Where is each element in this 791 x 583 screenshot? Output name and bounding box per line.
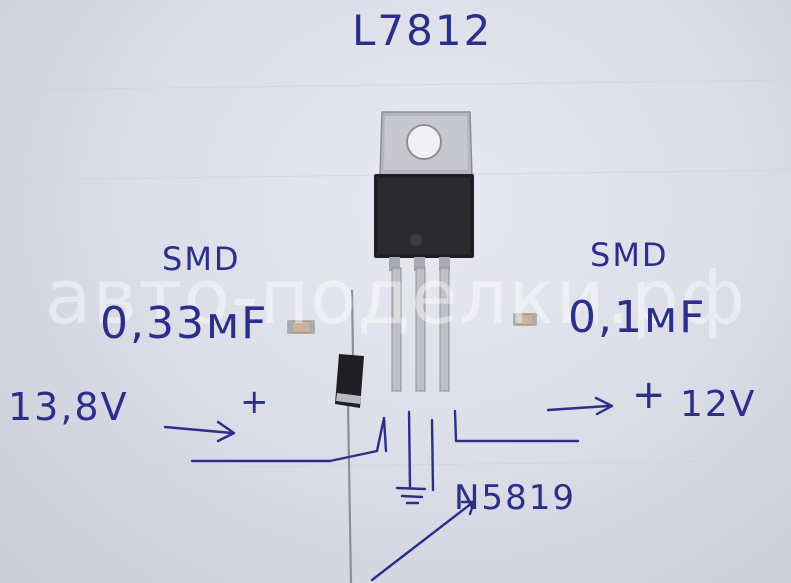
input-cap-type-label: SMD xyxy=(162,240,241,278)
output-polarity-label: + xyxy=(632,372,668,418)
diode xyxy=(335,289,364,583)
regulator-ic xyxy=(374,111,474,392)
smd-capacitor-input xyxy=(287,320,315,334)
output-voltage-label: 12V xyxy=(680,384,757,425)
input-voltage-label: 13,8V xyxy=(8,385,129,429)
regulator-label: L7812 xyxy=(352,6,493,55)
smd-capacitor-output xyxy=(513,313,537,326)
watermark: авто-поделки.рф xyxy=(44,252,747,341)
output-cap-value-label: 0,1мF xyxy=(568,292,707,343)
output-cap-type-label: SMD xyxy=(590,236,669,274)
diode-label: N5819 xyxy=(454,478,576,518)
input-cap-value-label: 0,33мF xyxy=(100,298,269,349)
input-polarity-label: + xyxy=(240,382,271,422)
ink-lines xyxy=(163,396,614,582)
